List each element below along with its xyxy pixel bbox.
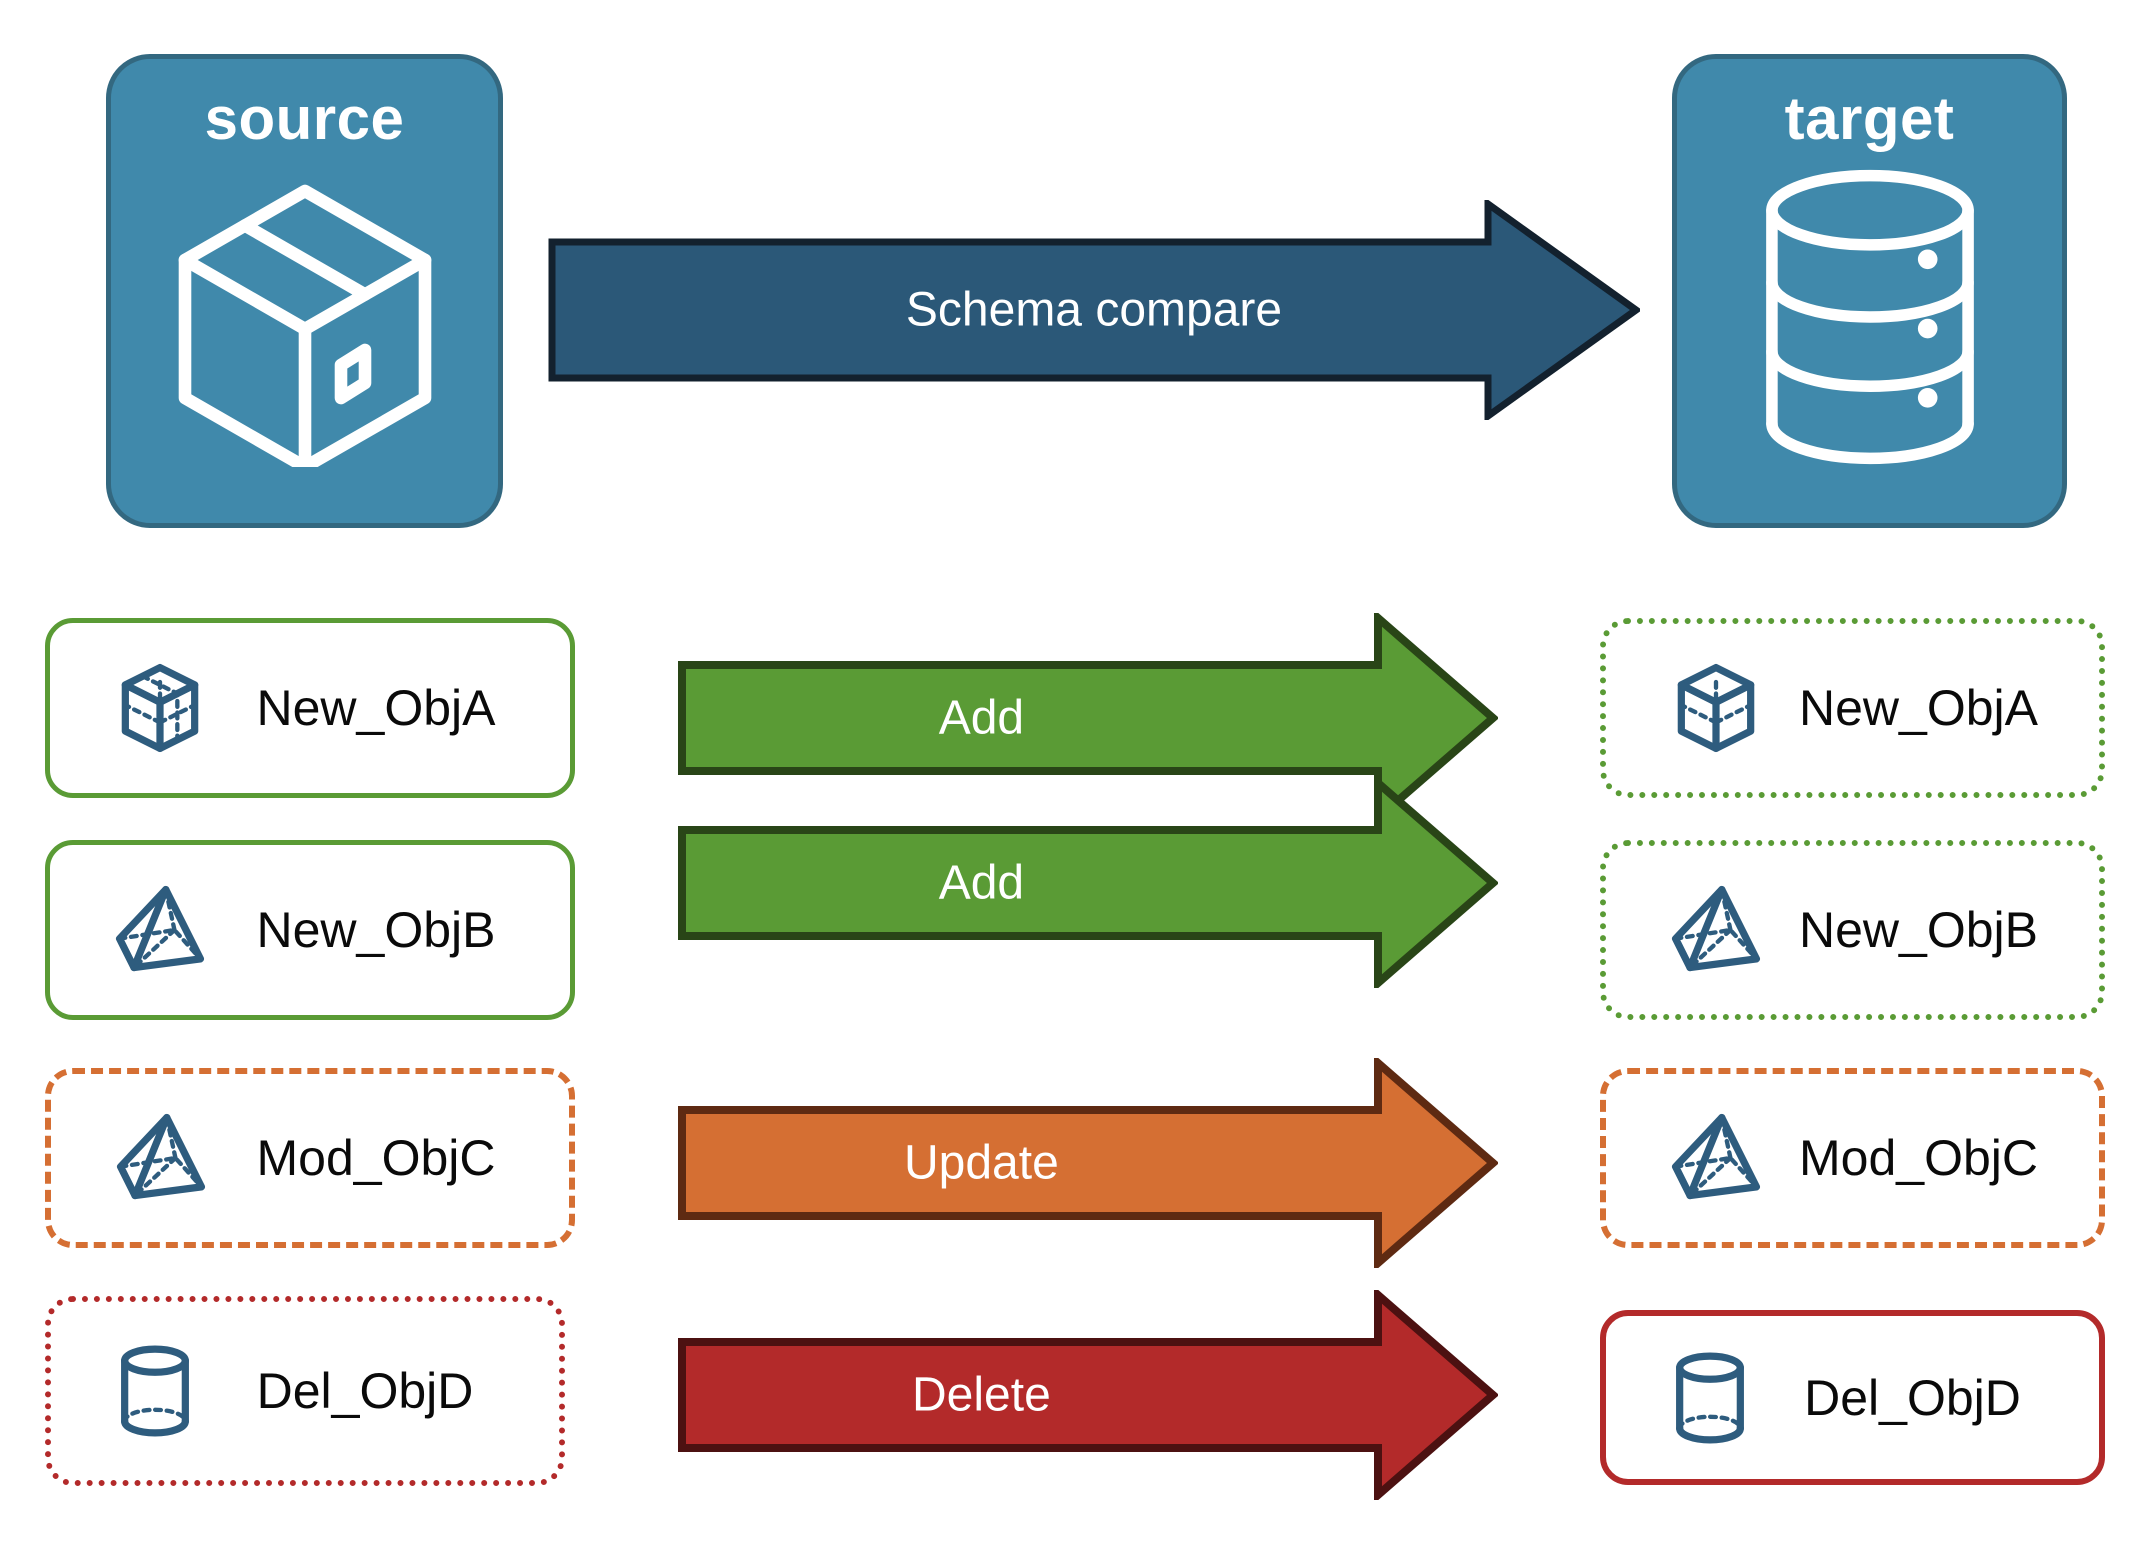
package-box-icon: [155, 167, 455, 474]
pyramid-wireframe-icon: [1664, 1106, 1768, 1210]
right-arrow-icon: [678, 774, 1500, 992]
right-arrow-icon: [678, 1286, 1500, 1504]
source-panel[interactable]: source: [106, 54, 503, 528]
action-arrow-row-3[interactable]: Delete: [678, 1286, 1500, 1504]
pyramid-wireframe-icon: [108, 878, 212, 982]
right-arrow-icon: [678, 1054, 1500, 1272]
cube-wireframe-icon: [1664, 656, 1768, 760]
target-card-row-0[interactable]: New_ObjA: [1600, 618, 2105, 798]
target-card-label-row-0: New_ObjA: [1799, 680, 2038, 736]
pyramid-wireframe-icon: [109, 1106, 213, 1210]
source-card-label-row-3: Del_ObjD: [256, 1363, 474, 1419]
target-card-label-row-3: Del_ObjD: [1804, 1369, 2021, 1426]
database-cylinder-icon: [1754, 167, 1986, 472]
action-arrow-row-2[interactable]: Update: [678, 1054, 1500, 1272]
pyramid-wireframe-icon: [1664, 878, 1768, 982]
target-card-row-2[interactable]: Mod_ObjC: [1600, 1068, 2105, 1248]
source-card-label-row-0: New_ObjA: [256, 680, 496, 736]
target-title: target: [1784, 85, 1955, 152]
cylinder-wireframe-icon: [1664, 1346, 1756, 1450]
target-card-row-3[interactable]: Del_ObjD: [1600, 1310, 2105, 1485]
target-card-label-row-2: Mod_ObjC: [1799, 1130, 2038, 1186]
source-card-row-2[interactable]: Mod_ObjC: [45, 1068, 575, 1248]
cube-wireframe-icon: [108, 656, 212, 760]
target-card-row-1[interactable]: New_ObjB: [1600, 840, 2105, 1020]
right-arrow-icon: [678, 609, 1500, 827]
source-card-row-0[interactable]: New_ObjA: [45, 618, 575, 798]
source-card-row-3[interactable]: Del_ObjD: [45, 1296, 565, 1486]
action-arrow-row-1[interactable]: Add: [678, 774, 1500, 992]
cylinder-wireframe-icon: [109, 1339, 201, 1443]
schema-compare-arrow[interactable]: Schema compare: [548, 197, 1643, 423]
target-panel[interactable]: target: [1672, 54, 2067, 528]
source-title: source: [204, 85, 405, 152]
target-card-label-row-1: New_ObjB: [1799, 902, 2038, 958]
source-card-row-1[interactable]: New_ObjB: [45, 840, 575, 1020]
source-card-label-row-1: New_ObjB: [256, 902, 496, 958]
source-card-label-row-2: Mod_ObjC: [256, 1130, 496, 1186]
right-arrow-icon: [548, 197, 1643, 423]
